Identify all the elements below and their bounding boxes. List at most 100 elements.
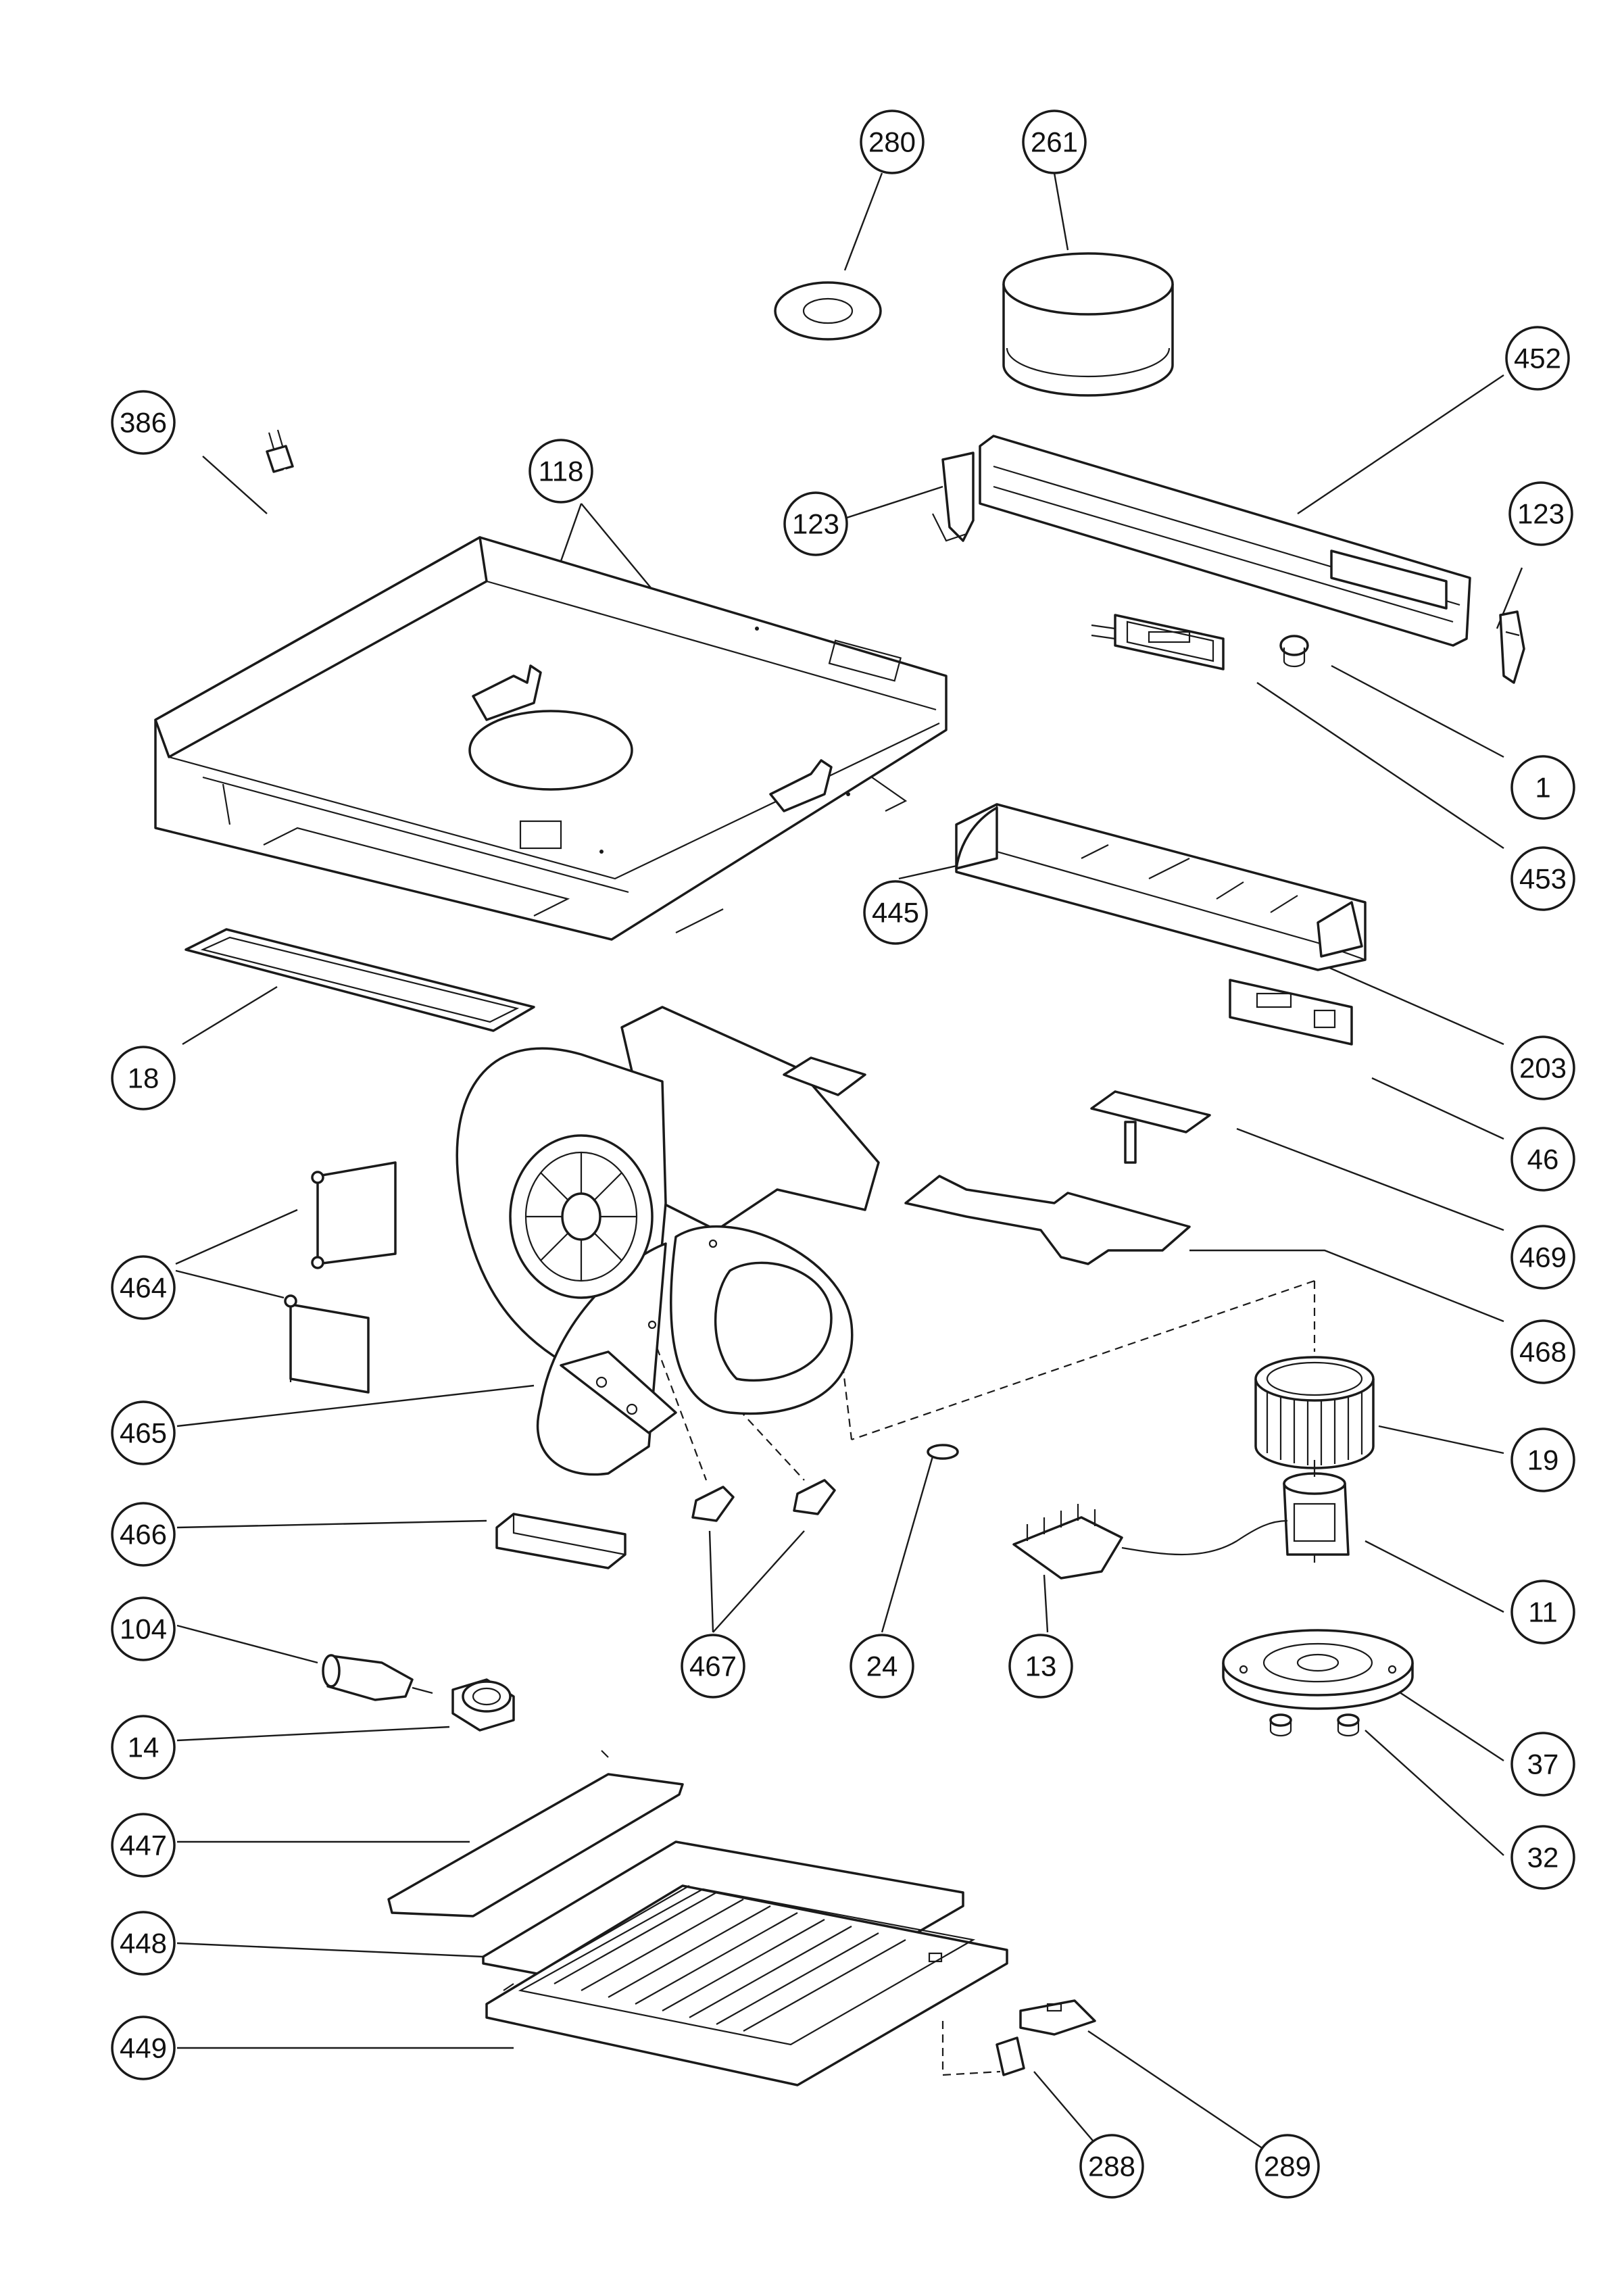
svg-text:203: 203 [1519, 1052, 1567, 1084]
cover-plate-part [904, 1175, 1191, 1265]
callout-11: 11 [1510, 1580, 1575, 1644]
callout-13: 13 [1008, 1634, 1073, 1699]
svg-text:104: 104 [120, 1613, 167, 1645]
callout-447: 447 [111, 1813, 176, 1878]
callout-466: 466 [111, 1502, 176, 1567]
callout-1: 1 [1510, 755, 1575, 820]
switch-panel-part [1091, 614, 1225, 670]
callout-449: 449 [111, 2016, 176, 2080]
hook-part-right [769, 759, 833, 812]
front-panel-part [979, 435, 1471, 647]
callout-467: 467 [681, 1634, 745, 1699]
small-plug-part [927, 1444, 959, 1460]
t-bracket-part [1090, 1090, 1211, 1164]
flap-part-lower [284, 1294, 370, 1394]
callout-280: 280 [860, 109, 925, 174]
hood-body-part [154, 536, 948, 941]
leader-lines [175, 172, 1523, 2164]
callout-123-right: 123 [1508, 481, 1573, 546]
svg-text:1: 1 [1535, 772, 1550, 804]
callout-465: 465 [111, 1400, 176, 1465]
svg-text:261: 261 [1031, 126, 1078, 158]
svg-text:289: 289 [1264, 2151, 1311, 2182]
block-part [495, 1513, 626, 1569]
callout-18: 18 [111, 1046, 176, 1110]
svg-text:452: 452 [1514, 343, 1561, 374]
svg-text:453: 453 [1519, 863, 1567, 895]
motor-part [1283, 1460, 1350, 1556]
callout-468: 468 [1510, 1319, 1575, 1384]
svg-text:467: 467 [689, 1651, 737, 1682]
svg-text:13: 13 [1025, 1651, 1057, 1682]
callout-46: 46 [1510, 1127, 1575, 1192]
svg-text:18: 18 [128, 1062, 159, 1094]
latch-part [1019, 1999, 1096, 2036]
callout-261: 261 [1022, 109, 1087, 174]
svg-text:123: 123 [1517, 498, 1565, 530]
svg-text:37: 37 [1527, 1749, 1559, 1780]
svg-text:24: 24 [866, 1651, 898, 1682]
svg-text:448: 448 [120, 1928, 167, 1959]
svg-text:32: 32 [1527, 1842, 1559, 1874]
callout-452: 452 [1505, 326, 1570, 391]
ring-disk-part [774, 281, 882, 341]
power-cord-part [246, 429, 318, 637]
blower-housing-part [456, 1006, 880, 1476]
fan-wheel-part [1254, 1356, 1375, 1469]
callout-118: 118 [529, 439, 593, 504]
small-clip-part [996, 2036, 1025, 2076]
callout-14: 14 [111, 1715, 176, 1780]
svg-text:447: 447 [120, 1830, 167, 1861]
end-cap-part-left [932, 451, 975, 542]
grille-part [482, 1840, 1008, 2086]
svg-text:19: 19 [1527, 1444, 1559, 1476]
clip-part-right [793, 1479, 836, 1515]
clip-part-left [691, 1486, 735, 1522]
callout-469: 469 [1510, 1225, 1575, 1290]
callout-104: 104 [111, 1596, 176, 1661]
flap-part-upper [311, 1161, 397, 1269]
svg-text:466: 466 [120, 1519, 167, 1550]
end-cap-part-right [1499, 610, 1525, 684]
filter-frame-part [185, 928, 535, 1032]
callout-448: 448 [111, 1911, 176, 1976]
callout-203: 203 [1510, 1035, 1575, 1100]
callout-464: 464 [111, 1255, 176, 1320]
foot-part-left [1269, 1713, 1292, 1737]
callout-123-left: 123 [783, 491, 848, 556]
lamp-socket-part [451, 1678, 515, 1732]
callout-386: 386 [111, 390, 176, 455]
svg-text:449: 449 [120, 2032, 167, 2064]
callout-453: 453 [1510, 846, 1575, 911]
svg-text:14: 14 [128, 1732, 159, 1763]
callout-37: 37 [1510, 1732, 1575, 1797]
svg-text:288: 288 [1088, 2151, 1135, 2182]
callout-32: 32 [1510, 1825, 1575, 1890]
svg-text:468: 468 [1519, 1336, 1567, 1368]
callout-289: 289 [1255, 2134, 1320, 2199]
rocker-switch-part [1229, 979, 1353, 1046]
svg-text:445: 445 [872, 897, 919, 929]
light-diffuser-part [955, 803, 1367, 971]
svg-text:118: 118 [539, 456, 584, 487]
knob-part [1279, 635, 1309, 668]
callout-288: 288 [1079, 2134, 1144, 2199]
foot-part-right [1337, 1713, 1360, 1737]
hook-part-left [472, 664, 542, 721]
lamp-part [322, 1654, 433, 1701]
connector-part [1012, 1504, 1288, 1580]
collar-part [1002, 252, 1174, 397]
callout-445: 445 [863, 880, 928, 945]
svg-text:465: 465 [120, 1417, 167, 1449]
svg-text:46: 46 [1527, 1144, 1559, 1175]
callout-24: 24 [850, 1634, 914, 1699]
svg-text:11: 11 [1528, 1596, 1558, 1628]
svg-text:464: 464 [120, 1272, 167, 1304]
svg-text:386: 386 [120, 407, 167, 439]
callout-19: 19 [1510, 1427, 1575, 1492]
svg-text:123: 123 [792, 508, 839, 540]
motor-plate-part [1222, 1629, 1414, 1710]
svg-text:280: 280 [868, 126, 916, 158]
svg-text:469: 469 [1519, 1242, 1567, 1273]
